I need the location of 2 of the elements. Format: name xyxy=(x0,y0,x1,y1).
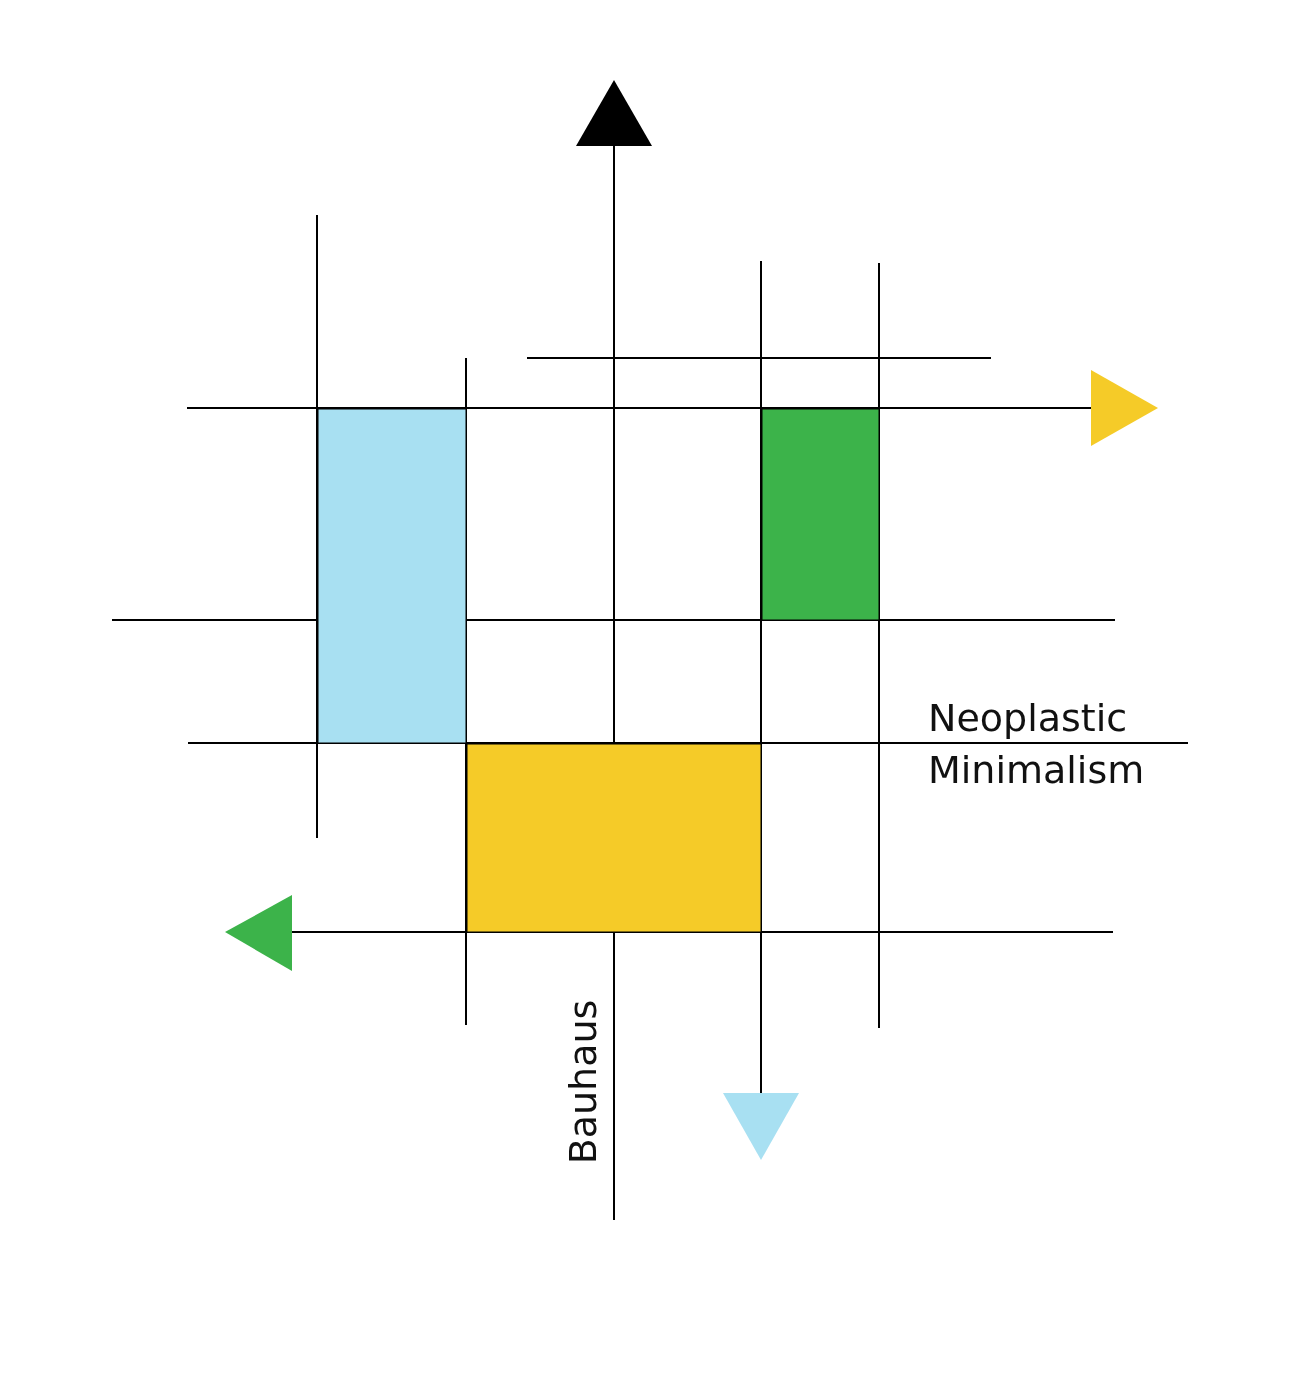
caption-text: Neoplastic Minimalism xyxy=(928,695,1146,794)
caption-text: Bauhaus xyxy=(560,998,606,1167)
